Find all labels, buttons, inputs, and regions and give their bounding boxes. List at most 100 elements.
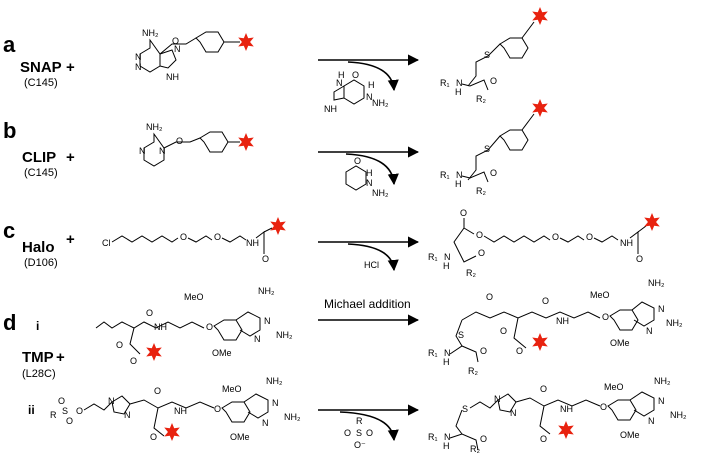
svg-text:N: N — [510, 408, 517, 418]
clip-tag-label: CLIP — [22, 149, 56, 166]
svg-text:O: O — [490, 168, 497, 178]
svg-text:NH₂: NH₂ — [372, 98, 389, 108]
svg-text:O: O — [66, 416, 73, 426]
svg-text:H: H — [443, 357, 450, 367]
svg-text:NH₂: NH₂ — [372, 188, 389, 198]
snap-residue: (C145) — [24, 77, 58, 89]
svg-text:O: O — [636, 254, 643, 264]
cytosine-leaving-group: O H N NH₂ — [345, 156, 389, 198]
svg-text:O: O — [146, 308, 153, 318]
svg-text:N: N — [456, 78, 463, 88]
svg-text:O: O — [154, 386, 161, 396]
svg-text:NH₂: NH₂ — [266, 376, 283, 386]
svg-text:R₁: R₁ — [428, 348, 438, 358]
plus-sign-d: + — [56, 349, 65, 366]
svg-text:O: O — [58, 396, 65, 406]
leaving-arrow-c — [347, 243, 399, 272]
svg-text:O: O — [76, 406, 83, 416]
leaving-arrow-a — [347, 61, 399, 92]
svg-text:O: O — [490, 76, 497, 86]
svg-text:O: O — [262, 254, 269, 264]
panel-letter-a: a — [3, 32, 16, 57]
guanine-leaving-group: H N O H N NH₂ NH — [324, 70, 389, 114]
svg-text:O: O — [352, 70, 359, 80]
svg-text:O: O — [480, 346, 487, 356]
svg-text:NH: NH — [620, 238, 633, 248]
tmp-product-ii: S N N O NH O O MeO OMe NH₂ N N NH₂ R₁ N … — [428, 376, 687, 453]
svg-text:H: H — [338, 70, 345, 80]
svg-text:O: O — [116, 340, 123, 350]
svg-text:O: O — [344, 428, 351, 438]
svg-text:N: N — [646, 326, 653, 336]
svg-text:O⁻: O⁻ — [354, 440, 366, 450]
clip-residue: (C145) — [24, 167, 58, 179]
benzylguanine-substrate: NH₂ N N N NH O — [135, 28, 254, 82]
svg-text:NH: NH — [556, 316, 569, 326]
svg-text:O: O — [602, 312, 609, 322]
svg-text:O: O — [180, 232, 187, 242]
svg-text:NH₂: NH₂ — [284, 412, 301, 422]
svg-text:N: N — [366, 92, 373, 102]
panel-letter-d: d — [3, 310, 16, 335]
halo-product: O O O O NH O R₁ N H O R₂ — [428, 208, 660, 278]
svg-text:OMe: OMe — [212, 348, 232, 358]
svg-text:OMe: OMe — [620, 430, 640, 440]
halo-residue: (D106) — [24, 257, 58, 269]
svg-text:O: O — [214, 404, 221, 414]
plus-sign-b: + — [66, 149, 75, 166]
svg-text:O: O — [150, 432, 157, 442]
svg-text:O: O — [354, 156, 361, 166]
svg-text:N: N — [264, 316, 271, 326]
svg-text:N: N — [254, 334, 261, 344]
svg-text:R: R — [50, 410, 57, 420]
subpanel-label-ii: ii — [28, 403, 35, 417]
svg-text:R₁: R₁ — [428, 432, 438, 442]
svg-text:O: O — [366, 428, 373, 438]
svg-text:NH₂: NH₂ — [666, 318, 683, 328]
chloroalkane-substrate: Cl O O NH O — [102, 217, 286, 264]
clip-product: S R₁ N H O R₂ — [440, 99, 548, 196]
svg-text:O: O — [600, 402, 607, 412]
svg-text:NH₂: NH₂ — [654, 376, 671, 386]
svg-text:H: H — [368, 80, 375, 90]
svg-text:N: N — [108, 396, 115, 406]
svg-text:NH: NH — [166, 72, 179, 82]
svg-text:NH₂: NH₂ — [142, 28, 159, 38]
svg-text:O: O — [214, 232, 221, 242]
svg-text:H: H — [366, 168, 373, 178]
subpanel-label-i: i — [36, 319, 39, 333]
michael-addition-label: Michael addition — [324, 297, 411, 311]
svg-text:O: O — [480, 434, 487, 444]
svg-text:N: N — [658, 396, 665, 406]
svg-text:N: N — [456, 170, 463, 180]
svg-text:O: O — [500, 326, 507, 336]
svg-text:O: O — [586, 232, 593, 242]
svg-text:NH₂: NH₂ — [146, 122, 163, 132]
svg-text:N: N — [444, 348, 451, 358]
svg-text:O: O — [206, 322, 213, 332]
svg-text:O: O — [176, 136, 183, 146]
svg-text:N: N — [494, 394, 501, 404]
svg-text:S: S — [356, 428, 362, 438]
svg-text:R₁: R₁ — [440, 170, 450, 180]
svg-text:O: O — [172, 36, 179, 46]
svg-text:O: O — [540, 434, 547, 444]
svg-text:N: N — [159, 146, 166, 156]
svg-text:O: O — [486, 292, 493, 302]
svg-text:N: N — [366, 178, 373, 188]
svg-text:H: H — [455, 87, 462, 97]
svg-text:NH: NH — [246, 238, 259, 248]
sulfonate-leaving-group: R O S O O⁻ — [344, 416, 373, 450]
svg-text:H: H — [455, 179, 462, 189]
svg-text:O: O — [130, 356, 137, 366]
snap-tag-label: SNAP — [20, 59, 62, 76]
svg-text:NH₂: NH₂ — [258, 286, 275, 296]
leaving-arrow-d-ii — [339, 411, 399, 442]
svg-text:O: O — [476, 230, 483, 240]
svg-text:N: N — [648, 416, 655, 426]
benzylcytosine-substrate: NH₂ N N O — [139, 122, 254, 167]
svg-text:Cl: Cl — [102, 238, 111, 248]
plus-sign-c: + — [66, 231, 75, 248]
svg-text:O: O — [516, 346, 523, 356]
tmp-tag-label: TMP — [22, 349, 54, 366]
